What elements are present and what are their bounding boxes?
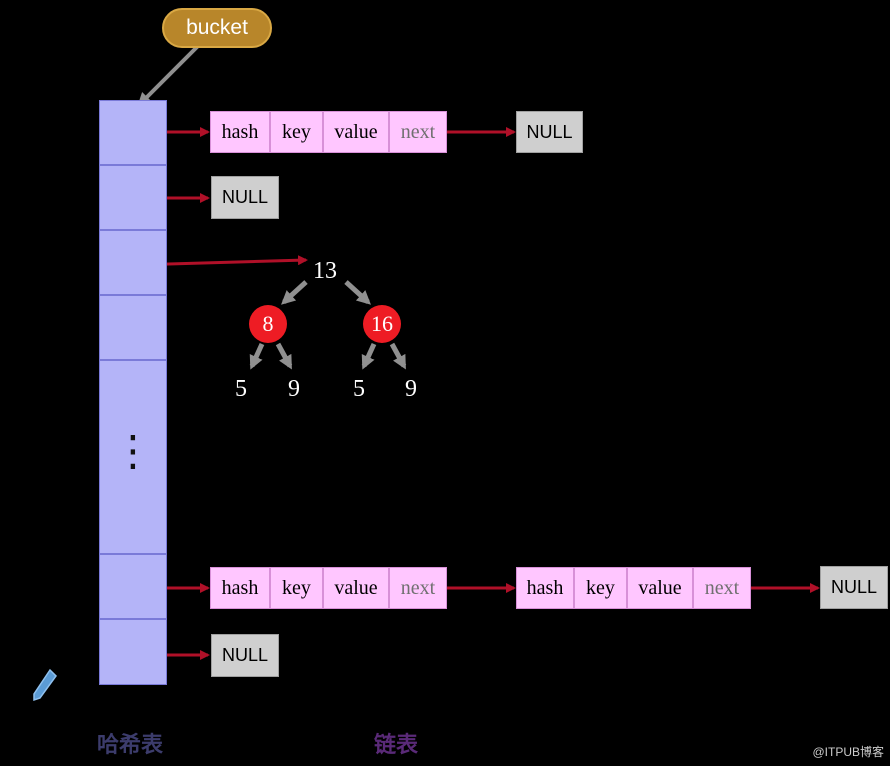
pen-icon [33,668,57,702]
node-hash: hash [516,567,574,609]
bucket-cell-ellipsis: ⋮ [99,360,167,554]
tree-edge-16-9 [389,342,407,370]
row7-null: NULL [211,634,279,677]
bucket-cell-7 [99,619,167,685]
watermark: @ITPUB博客 [812,745,884,759]
node-next: next [389,111,447,153]
bucket-pointer-arrow [137,44,200,107]
bucket-cell-6 [99,554,167,619]
node-hash: hash [210,567,270,609]
tree-edge-13-8 [281,280,308,305]
bucket-label: bucket [162,8,272,48]
tree-leaf: 5 [353,376,365,402]
node-value: value [323,567,389,609]
caption-hash-table: 哈希表 [97,733,164,758]
tree-node-right: 16 [363,305,401,343]
row2-null: NULL [211,176,279,219]
tree-edge-8-9 [275,342,293,370]
tree-leaf: 5 [235,376,247,402]
bucket-cell-4 [99,295,167,360]
node-next: next [389,567,447,609]
tree-edge-8-5 [249,342,265,370]
tree-leaf: 9 [288,376,300,402]
bucket-cell-3 [99,230,167,295]
node-value: value [323,111,389,153]
caption-linked-list: 链表 [374,733,419,758]
tree-node-left: 8 [249,305,287,343]
tree-edge-16-5 [361,342,377,370]
bucket-cell-1 [99,100,167,165]
row1-null: NULL [516,111,583,153]
ellipsis: ⋮ [112,426,154,475]
tree-edge-13-16 [344,280,371,305]
tree-leaf: 9 [405,376,417,402]
node-key: key [270,111,323,153]
tree-root: 13 [313,258,337,284]
node-key: key [270,567,323,609]
row6-null: NULL [820,566,888,609]
node-key: key [574,567,627,609]
node-hash: hash [210,111,270,153]
bucket-cell-2 [99,165,167,230]
node-next: next [693,567,751,609]
node-value: value [627,567,693,609]
